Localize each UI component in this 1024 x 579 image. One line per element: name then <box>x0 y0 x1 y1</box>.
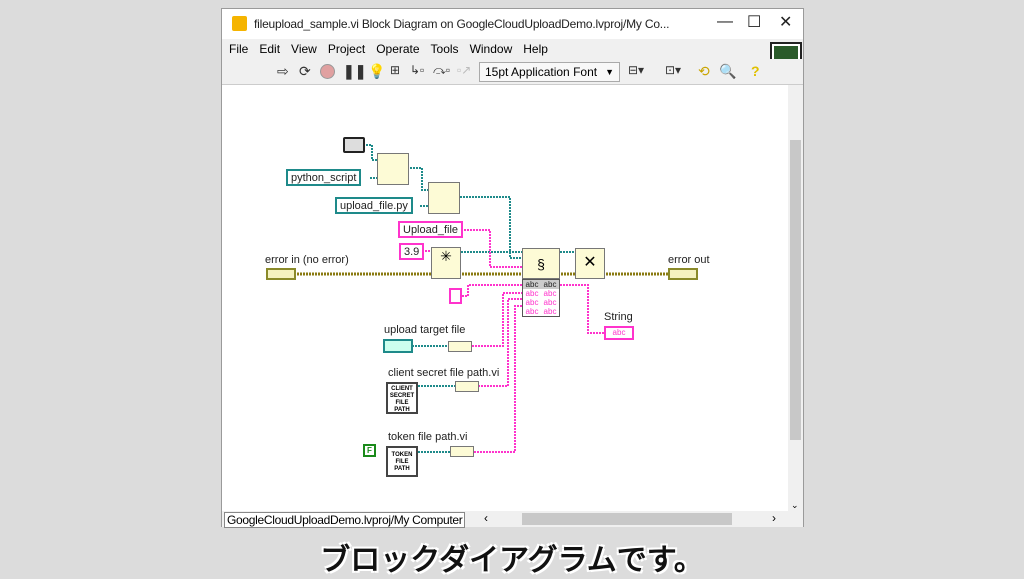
param-abc: abc <box>543 289 557 298</box>
return-type-abc: abc <box>525 280 539 289</box>
minimize-button[interactable]: — <box>717 13 733 30</box>
chevron-down-icon: ▼ <box>605 67 614 77</box>
menu-view[interactable]: View <box>291 42 317 56</box>
step-out-icon[interactable]: ▫↗ <box>457 63 472 77</box>
cleanup-diagram-icon[interactable]: ⟲ <box>698 63 710 79</box>
string-label: String <box>604 311 633 323</box>
menu-file[interactable]: File <box>229 42 249 56</box>
menu-help[interactable]: Help <box>523 42 548 56</box>
error-out-label: error out <box>668 254 710 266</box>
upload-target-label: upload target file <box>384 324 466 336</box>
scroll-right-icon[interactable]: › <box>772 511 776 525</box>
path-wire <box>410 167 428 191</box>
path-to-string-node[interactable] <box>448 341 472 352</box>
path-wire <box>366 144 378 161</box>
param-abc: abc <box>525 307 539 316</box>
string-wire <box>474 305 522 453</box>
align-objects-icon[interactable]: ⊟▾ <box>628 63 645 77</box>
upload-target-control[interactable] <box>383 339 413 353</box>
highlight-execution-icon[interactable]: 💡 <box>368 63 386 79</box>
param-abc: abc <box>543 307 557 316</box>
path-wire <box>460 196 522 259</box>
caption: ブロックダイアグラムです。 <box>320 543 704 578</box>
step-into-icon[interactable]: ↳▫ <box>410 63 425 77</box>
maximize-button[interactable]: ☐ <box>747 14 762 31</box>
path-wire <box>412 345 455 453</box>
window-title: fileupload_sample.vi Block Diagram on Go… <box>254 17 670 31</box>
build-path-node[interactable] <box>377 153 409 185</box>
client-secret-label: client secret file path.vi <box>388 367 500 379</box>
abort-icon[interactable] <box>320 64 335 79</box>
diagram-canvas[interactable] <box>222 85 788 511</box>
font-selector[interactable]: 15pt Application Font ▼ <box>479 62 620 82</box>
build-path-node[interactable] <box>428 182 460 214</box>
client-secret-subvi[interactable]: CLIENT SECRET FILE PATH <box>386 382 418 414</box>
token-label: token file path.vi <box>388 431 468 443</box>
menu-bar: File Edit View Project Operate Tools Window Hel… <box>222 39 803 59</box>
param-abc: abc <box>543 298 557 307</box>
string-wire <box>462 284 522 297</box>
menu-tools[interactable]: Tools <box>430 42 459 56</box>
upload-file-py-constant[interactable]: upload_file.py <box>335 197 413 214</box>
close-button[interactable]: ✕ <box>779 14 793 31</box>
project-context: GoogleCloudUploadDemo.lvproj/My Computer <box>224 512 466 528</box>
toolbar: ⇨ ⟳ ❚❚ 💡 ⊞ ↳▫ ⤼▫ ▫↗ 15pt Application Fon… <box>222 59 803 85</box>
font-selector-value: 15pt Application Font <box>485 65 598 79</box>
step-over-icon[interactable]: ⤼▫ <box>433 63 451 77</box>
open-python-session-node[interactable]: ✳ <box>431 247 461 279</box>
vertical-scrollbar[interactable]: ⌄ <box>788 85 803 511</box>
param-abc: abc <box>525 298 539 307</box>
string-wire <box>560 284 604 334</box>
folder-constant-icon <box>343 137 365 153</box>
help-icon[interactable]: ? <box>751 63 760 79</box>
path-to-string-node[interactable] <box>455 381 479 392</box>
run-arrow-icon[interactable]: ⇨ <box>277 63 289 79</box>
title-bar: fileupload_sample.vi Block Diagram on Go… <box>222 9 803 39</box>
search-icon[interactable]: 🔍 <box>719 63 737 79</box>
retain-wire-values-icon[interactable]: ⊞ <box>390 63 401 77</box>
menu-window[interactable]: Window <box>469 42 513 56</box>
distribute-objects-icon[interactable]: ⊡▾ <box>665 63 682 77</box>
run-continuously-icon[interactable]: ⟳ <box>299 63 311 79</box>
labview-app-icon <box>232 16 247 31</box>
empty-string-constant[interactable] <box>449 288 462 304</box>
python-node[interactable]: § <box>522 248 560 279</box>
string-indicator[interactable]: abc <box>604 326 634 340</box>
string-wire <box>472 292 522 347</box>
error-out-indicator[interactable] <box>668 268 698 280</box>
token-subvi[interactable]: TOKEN FILE PATH <box>386 446 418 477</box>
menu-edit[interactable]: Edit <box>259 42 281 56</box>
close-python-session-node[interactable]: ✕ <box>575 248 605 279</box>
menu-project[interactable]: Project <box>327 42 366 56</box>
string-wire <box>478 298 522 387</box>
return-abc: abc <box>543 280 557 289</box>
scroll-down-icon[interactable]: ⌄ <box>791 500 799 510</box>
block-diagram-window: fileupload_sample.vi Block Diagram on Go… <box>221 8 804 528</box>
menu-operate[interactable]: Operate <box>376 42 420 56</box>
status-bar: GoogleCloudUploadDemo.lvproj/My Computer… <box>222 511 803 528</box>
upload-file-constant[interactable]: Upload_file <box>398 221 464 238</box>
error-in-control[interactable] <box>266 268 296 280</box>
param-abc: abc <box>525 289 539 298</box>
error-in-label: error in (no error) <box>265 254 349 266</box>
horizontal-scrollbar[interactable]: ‹ <box>484 511 488 525</box>
python-version-constant[interactable]: 3.9 <box>399 243 425 260</box>
pause-icon[interactable]: ❚❚ <box>343 63 367 79</box>
python-script-constant[interactable]: python_script <box>286 169 362 186</box>
false-constant[interactable]: F <box>363 444 376 457</box>
string-indicator-abc: abc <box>612 328 626 337</box>
path-to-string-node[interactable] <box>450 446 474 457</box>
